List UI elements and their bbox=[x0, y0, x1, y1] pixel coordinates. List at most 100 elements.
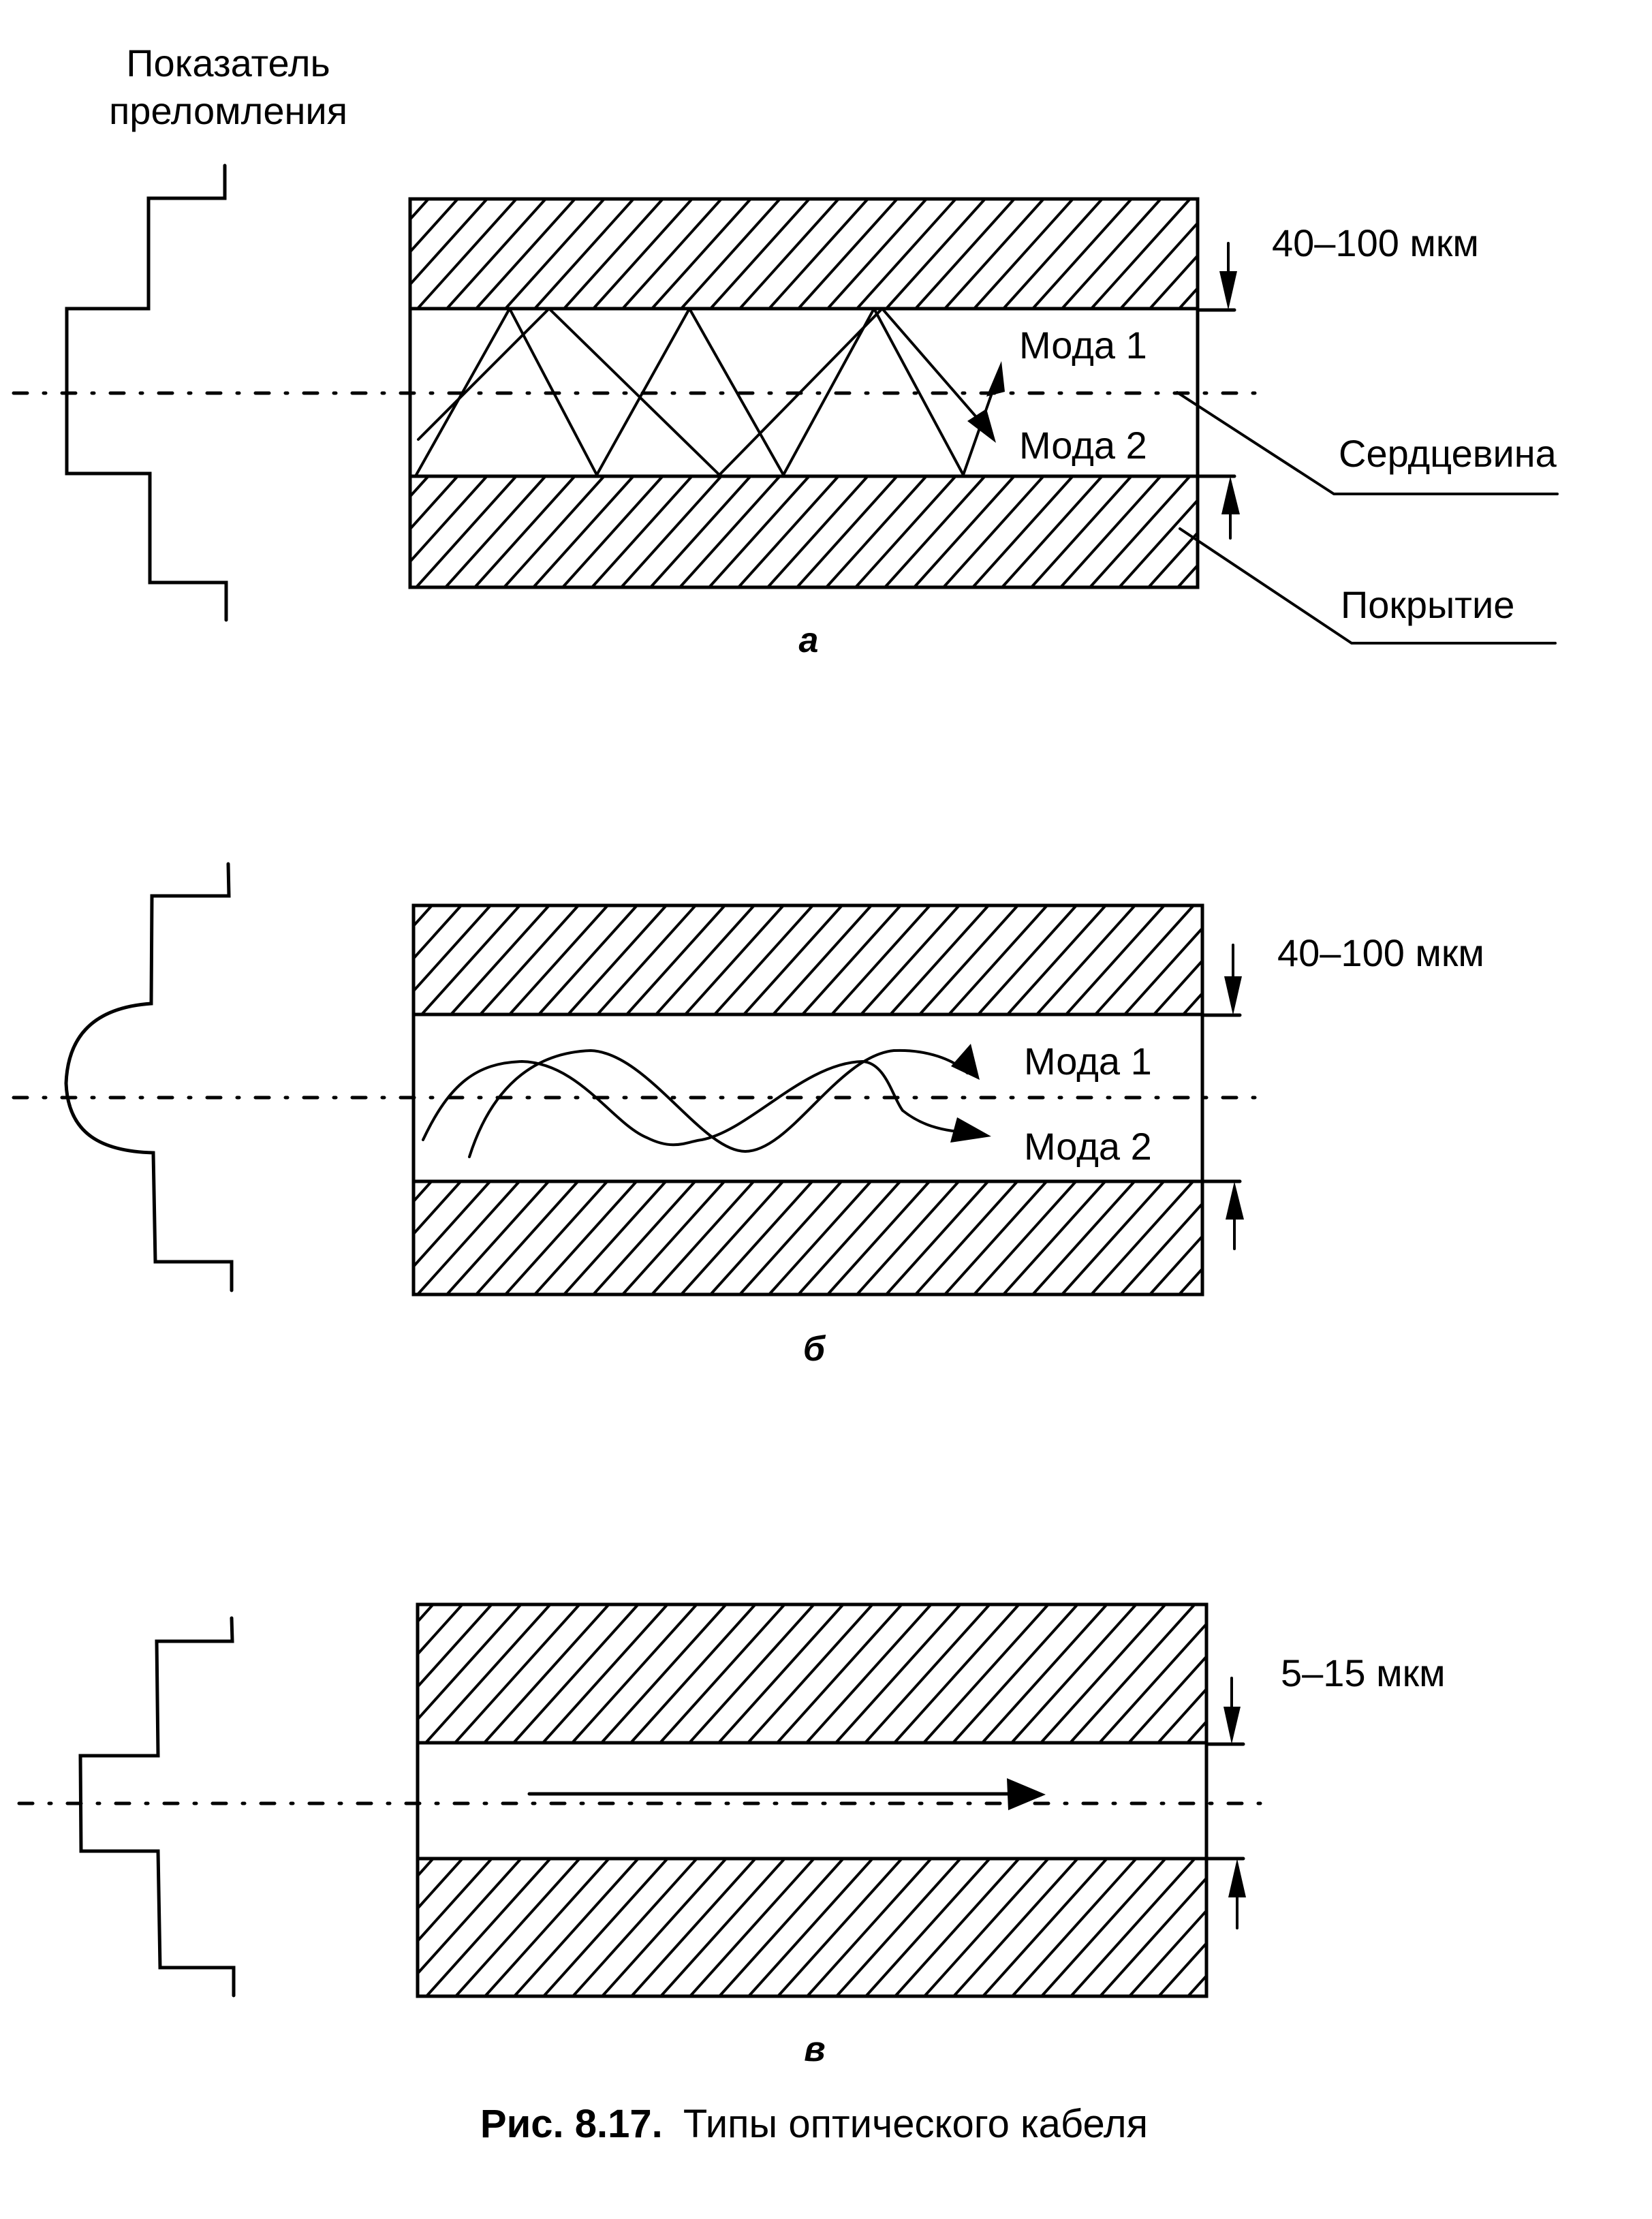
hatch-line bbox=[797, 199, 899, 309]
hatch-line bbox=[1209, 1181, 1310, 1294]
hatch-line bbox=[889, 905, 990, 1014]
arrowhead-single-mode-c bbox=[1007, 1778, 1046, 1810]
hatch-line bbox=[1061, 1181, 1165, 1294]
hatch-line bbox=[1305, 1859, 1429, 1996]
hatch-line bbox=[512, 1604, 640, 1743]
hatch-line bbox=[1178, 1267, 1202, 1294]
hatch-line bbox=[420, 905, 521, 1014]
hatch-line bbox=[651, 199, 752, 309]
hatch-line bbox=[483, 1604, 610, 1743]
hatch-line bbox=[475, 199, 576, 309]
hatch-line bbox=[743, 905, 843, 1014]
hatch-line bbox=[533, 199, 635, 309]
hatch-line bbox=[1178, 286, 1198, 309]
hatch-line bbox=[768, 199, 869, 309]
callout-core-label: Сердцевина bbox=[1339, 432, 1557, 475]
hatch-line bbox=[410, 476, 459, 531]
hatch-line bbox=[689, 1859, 815, 1996]
hatch-line bbox=[1123, 926, 1202, 1014]
hatch-line bbox=[454, 1604, 581, 1743]
hatch-line bbox=[1182, 991, 1202, 1014]
hatch-line bbox=[835, 1604, 962, 1743]
hatch-line bbox=[508, 905, 609, 1014]
hatch-line bbox=[596, 905, 697, 1014]
hatch-line bbox=[300, 1181, 402, 1294]
hatch-line bbox=[717, 1604, 845, 1743]
ray-mode1-a bbox=[415, 307, 997, 476]
hatch-line bbox=[893, 1604, 1020, 1743]
hatch-line bbox=[414, 1181, 433, 1204]
hatch-line bbox=[747, 1604, 874, 1743]
hatch-line bbox=[944, 1181, 1048, 1294]
hatch-line bbox=[504, 1181, 608, 1294]
hatch-line bbox=[1149, 253, 1198, 309]
arrowhead-up-a bbox=[1221, 476, 1240, 514]
hatch-line bbox=[1040, 1859, 1167, 1996]
arrowhead-up-b bbox=[1226, 1181, 1244, 1220]
hatch-line bbox=[484, 1859, 610, 1996]
panel-label-a: а bbox=[799, 621, 819, 660]
hatch-line bbox=[1035, 905, 1136, 1014]
hatch-line bbox=[885, 199, 986, 309]
hatch-line bbox=[1002, 199, 1104, 309]
hatch-line bbox=[973, 1181, 1077, 1294]
hatch-line bbox=[952, 1859, 1079, 1996]
hatch-line bbox=[1296, 1181, 1398, 1294]
hatch-line bbox=[416, 1181, 520, 1294]
index-profile-step-c bbox=[78, 1616, 236, 1998]
hatch-line bbox=[1061, 199, 1162, 309]
hatch-line bbox=[830, 905, 931, 1014]
hatch-line bbox=[952, 1604, 1079, 1743]
hatch-line bbox=[680, 199, 781, 309]
core-b bbox=[411, 1012, 1204, 1183]
hatch-line bbox=[1267, 1181, 1369, 1294]
hatch-line bbox=[709, 199, 811, 309]
hatch-line bbox=[1031, 1181, 1136, 1294]
hatch-line bbox=[572, 1859, 698, 1996]
hatch-line bbox=[542, 1604, 669, 1743]
hatch-line bbox=[415, 476, 518, 587]
hatch-line bbox=[1094, 905, 1195, 1014]
hatch-line bbox=[1006, 905, 1107, 1014]
hatch-line bbox=[592, 1181, 696, 1294]
hatch-line bbox=[418, 1859, 464, 1911]
hatch-line bbox=[279, 1604, 404, 1743]
hatch-line bbox=[563, 1181, 667, 1294]
hatch-line bbox=[1098, 1621, 1206, 1743]
hatch-line bbox=[1147, 531, 1198, 587]
arrowhead-mode1-a bbox=[986, 361, 1005, 397]
profile-title-line1: Показатель bbox=[126, 42, 330, 84]
hatch-line bbox=[1011, 1859, 1138, 1996]
cladding-top-c bbox=[279, 1602, 1209, 1745]
hatch-line bbox=[944, 199, 1045, 309]
hatch-line bbox=[410, 199, 488, 287]
hatch-line bbox=[1128, 1908, 1206, 1996]
hatch-line bbox=[450, 905, 550, 1014]
hatch-line bbox=[454, 1859, 581, 1996]
hatch-line bbox=[738, 1181, 843, 1294]
hatch-line bbox=[777, 1859, 903, 1996]
hatch-line bbox=[768, 1181, 872, 1294]
core-c bbox=[416, 1741, 1209, 1861]
callout-leader-cladding bbox=[1179, 527, 1557, 645]
arrowhead-mode1-b bbox=[951, 1044, 980, 1080]
wave-mode2-b bbox=[422, 1060, 969, 1147]
hatch-line bbox=[300, 199, 399, 309]
figure-caption-text: Типы оптического кабеля bbox=[683, 2102, 1148, 2146]
hatch-line bbox=[826, 1181, 931, 1294]
hatch-line bbox=[655, 905, 755, 1014]
hatch-line bbox=[1276, 1859, 1400, 1996]
hatch-line bbox=[801, 905, 902, 1014]
hatch-line bbox=[418, 1859, 493, 1943]
hatch-line bbox=[1031, 199, 1133, 309]
hatch-line bbox=[1153, 959, 1202, 1014]
hatch-line bbox=[621, 199, 723, 309]
hatch-line bbox=[446, 1181, 550, 1294]
hatch-line bbox=[738, 199, 840, 309]
hatch-line bbox=[630, 1859, 757, 1996]
hatch-line bbox=[806, 1859, 933, 1996]
cladding-top-a bbox=[300, 197, 1200, 311]
wave-mode1-b bbox=[468, 1049, 969, 1158]
hatch-line bbox=[1236, 476, 1337, 587]
hatch-line bbox=[825, 476, 928, 587]
